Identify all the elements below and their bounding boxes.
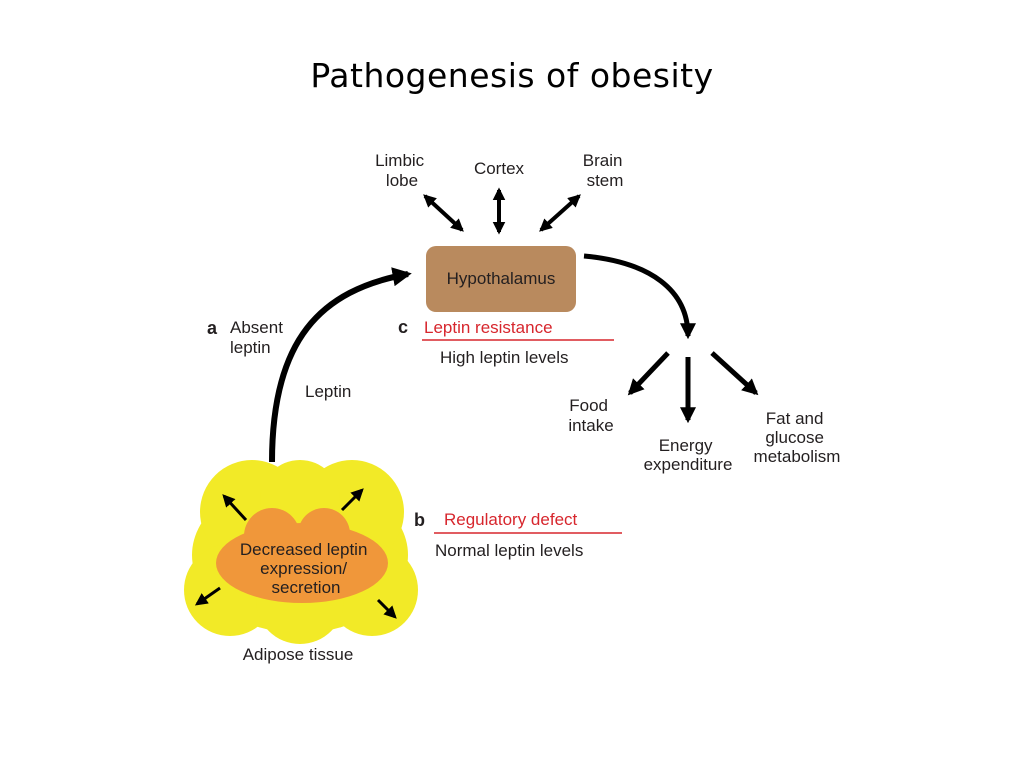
hypothalamus-box [426, 246, 576, 312]
energy-expenditure-label: Energy expenditure [644, 436, 733, 474]
secretion-arrow-lower-right [376, 598, 397, 619]
secretion-arrow-upper-right [340, 488, 364, 512]
leptin-resistance-label: Leptin resistance [424, 318, 553, 337]
normal-leptin-levels-label: Normal leptin levels [435, 541, 583, 560]
path-c-letter: c [398, 317, 408, 337]
high-leptin-levels-label: High leptin levels [440, 348, 569, 367]
hypothalamus-output-arrow [583, 253, 696, 340]
cortex-label: Cortex [474, 159, 525, 178]
fat-glucose-metabolism-label: Fat and glucose metabolism [754, 409, 841, 466]
adipose-tissue-label: Adipose tissue [243, 645, 354, 664]
food-intake-arrow [627, 351, 670, 396]
absent-leptin-label: Absent leptin [230, 318, 288, 357]
limbic-lobe-label: Limbic lobe [375, 151, 429, 190]
fat-glucose-arrow [710, 351, 759, 396]
secretion-arrow-lower-left [194, 586, 221, 606]
path-b-letter: b [414, 510, 425, 530]
brain-stem-label: Brain stem [583, 151, 627, 190]
hypothalamus-label: Hypothalamus [447, 269, 556, 288]
leptin-label: Leptin [305, 382, 351, 401]
decreased-leptin-label: Decreased leptin expression/ secretion [240, 540, 372, 597]
secretion-arrow-upper-left [222, 494, 248, 522]
food-intake-label: Food intake [568, 396, 613, 435]
leptin-arrow [269, 267, 412, 463]
page-title: Pathogenesis of obesity [310, 56, 714, 95]
regulatory-defect-label: Regulatory defect [444, 510, 578, 529]
limbic-hypothalamus-arrow [423, 194, 464, 232]
leptin-cells-mass [216, 508, 388, 603]
path-a-letter: a [207, 318, 218, 338]
brainstem-hypothalamus-arrow [539, 194, 581, 232]
